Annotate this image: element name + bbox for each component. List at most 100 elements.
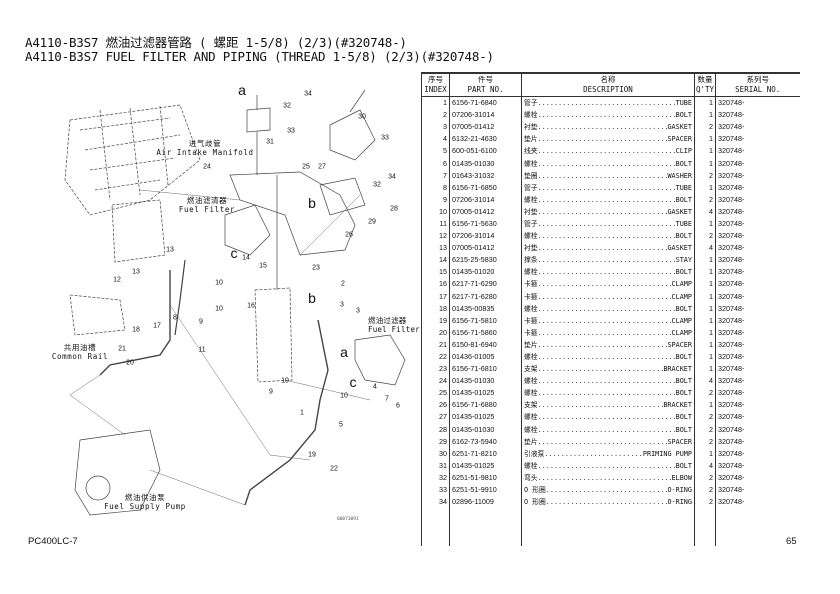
row-index: 13 xyxy=(421,242,450,255)
row-index: 8 xyxy=(421,181,450,194)
description-en: GASKET xyxy=(667,244,692,253)
description-en: BOLT xyxy=(675,377,692,386)
description-en: BOLT xyxy=(675,425,692,434)
header-cn: 名称 xyxy=(600,75,616,84)
row-qty: 1 xyxy=(694,350,716,364)
row-index: 1 xyxy=(421,96,450,110)
part-callout: 29 xyxy=(368,218,376,226)
description-cn: 衬垫 xyxy=(524,244,538,253)
part-callout: 34 xyxy=(304,90,312,98)
parts-list-body: 16156-71-6840管子TUBE1320748-207206-31014螺… xyxy=(421,96,800,547)
row-index: 2 xyxy=(421,109,450,122)
part-callout: 33 xyxy=(381,134,389,142)
row-part-no: 6156-71-5630 xyxy=(449,217,522,231)
row-description: 卡箍CLAMP xyxy=(521,314,695,327)
description-en: TUBE xyxy=(675,99,692,108)
row-serial-no: 320748- xyxy=(715,350,800,364)
row-description: 卡箍CLAMP xyxy=(521,290,695,303)
row-serial-no: 320748- xyxy=(715,205,800,218)
row-index: 3 xyxy=(421,121,450,134)
row-qty: 1 xyxy=(694,338,716,351)
row-part-no: 07005-01412 xyxy=(449,121,522,134)
header-cn: 序号 xyxy=(428,75,443,84)
row-serial-no: 320748- xyxy=(715,169,800,182)
description-en: BOLT xyxy=(675,413,692,422)
row-description: 支架 BRACKET xyxy=(521,399,695,412)
part-callout: 19 xyxy=(308,451,316,459)
row-part-no: 6156-71-6880 xyxy=(449,399,522,412)
row-serial-no: 320748- xyxy=(715,133,800,146)
row-part-no: 01643-31032 xyxy=(449,169,522,182)
description-en: BOLT xyxy=(675,232,692,241)
header-en: DESCRIPTION xyxy=(583,85,633,94)
part-callout: 8 xyxy=(173,314,177,322)
description-en: O-RING xyxy=(667,498,692,507)
row-serial-no: 320748- xyxy=(715,387,800,400)
row-index: 30 xyxy=(421,447,450,460)
row-description: 管子TUBE xyxy=(521,181,695,194)
row-part-no: 01435-01030 xyxy=(449,375,522,388)
label-cn: 进气歧管 xyxy=(188,139,222,148)
description-en: BRACKET xyxy=(663,401,692,410)
description-cn: 线夹 xyxy=(524,147,538,156)
row-description: 螺栓 BOLT xyxy=(521,230,695,243)
row-serial-no: 320748- xyxy=(715,121,800,134)
engine-block-drawing xyxy=(64,104,201,216)
row-qty: 1 xyxy=(694,266,716,279)
row-qty: 1 xyxy=(694,326,716,339)
row-serial-no: 320748- xyxy=(715,363,800,376)
part-callout: 17 xyxy=(153,322,161,330)
row-qty: 4 xyxy=(694,459,716,472)
row-qty: 2 xyxy=(694,411,716,424)
description-cn: 衬垫 xyxy=(524,123,538,132)
row-serial-no: 320748- xyxy=(715,447,800,460)
description-en: CLAMP xyxy=(671,328,692,337)
row-index: 32 xyxy=(421,471,450,484)
row-serial-no: 320748- xyxy=(715,375,800,388)
label-en: Fuel Filter xyxy=(368,325,420,334)
description-en: CLAMP xyxy=(671,280,692,289)
row-index: 24 xyxy=(421,375,450,388)
row-part-no: 6215-25-5830 xyxy=(449,254,522,267)
description-en: STAY xyxy=(675,256,692,265)
label-cn: 燃油供油泵 xyxy=(124,493,166,502)
description-cn: 支架 xyxy=(524,401,538,410)
row-qty: 1 xyxy=(694,363,716,376)
row-serial-no: 320748- xyxy=(715,254,800,267)
description-cn: 弯头 xyxy=(524,473,538,482)
row-part-no: 01435-01030 xyxy=(449,423,522,436)
page-title-cn: A4110-B3S7 燃油过滤器管路 ( 螺距 1-5/8) (2/3)(#32… xyxy=(25,35,407,50)
row-part-no: 6156-71-5810 xyxy=(449,314,522,327)
row-index: 6 xyxy=(421,157,450,170)
part-callout: 27 xyxy=(318,163,326,171)
connection-marker: c xyxy=(230,245,238,261)
page-title-en: A4110-B3S7 FUEL FILTER AND PIPING (THREA… xyxy=(25,49,494,64)
label-en: Fuel Supply Pump xyxy=(104,502,186,511)
row-description: 螺栓BOLT xyxy=(521,350,695,364)
description-en: TUBE xyxy=(675,183,692,192)
row-part-no: 07206-31014 xyxy=(449,193,522,206)
description-en: GASKET xyxy=(667,123,692,132)
row-index: 34 xyxy=(421,496,450,509)
row-part-no: 07005-01412 xyxy=(449,242,522,255)
description-cn: 螺栓 xyxy=(524,232,538,241)
row-qty: 2 xyxy=(694,169,716,182)
row-description: 管子TUBE xyxy=(521,96,695,110)
description-en: PRIMING PUMP xyxy=(642,449,692,458)
row-qty: 1 xyxy=(694,157,716,170)
row-serial-no: 320748- xyxy=(715,435,800,448)
description-cn: 螺栓 xyxy=(524,111,538,120)
part-callout: 25 xyxy=(302,163,310,171)
row-description: 衬垫GASKET xyxy=(521,205,695,218)
row-description: 螺栓BOLT xyxy=(521,423,695,436)
